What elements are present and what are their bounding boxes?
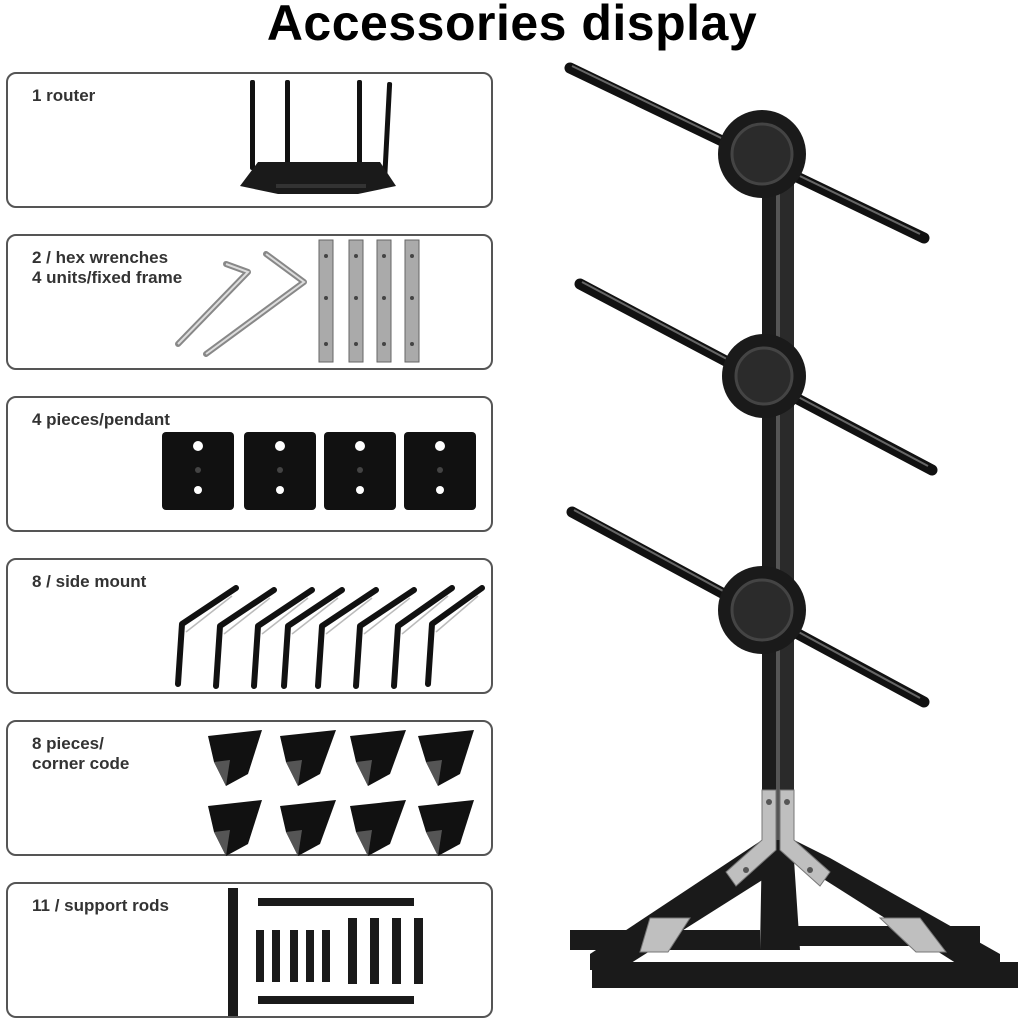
- hologram-fan-stand-icon: [564, 62, 1018, 988]
- accessory-card-pendant: 4 pieces/pendant: [6, 396, 493, 532]
- page-title: Accessories display: [266, 0, 758, 51]
- router-icon: [240, 80, 396, 194]
- accessory-card-side-mount: 8 / side mount: [6, 558, 493, 694]
- fan-blade-icon: [564, 62, 930, 244]
- accessory-label: 4 pieces/pendant: [32, 410, 170, 429]
- accessory-card-corner-code: 8 pieces/ corner code: [6, 720, 493, 856]
- accessory-label: 8 pieces/ corner code: [32, 734, 130, 773]
- pendant-plate-icon: [162, 432, 476, 510]
- accessory-card-router: 1 router: [6, 72, 493, 208]
- accessory-card-support-rods: 11 / support rods: [6, 882, 493, 1018]
- accessory-card-hex-wrenches: 2 / hex wrenches 4 units/fixed frame: [6, 234, 493, 370]
- accessory-label: 11 / support rods: [32, 896, 169, 915]
- side-mount-bracket-icon: [175, 585, 485, 689]
- fan-blade-icon: [574, 278, 938, 476]
- fan-blade-icon: [566, 506, 930, 708]
- hex-wrench-icon: [175, 239, 420, 363]
- accessory-label: 2 / hex wrenches 4 units/fixed frame: [32, 248, 183, 287]
- fixed-frame-icon: [318, 239, 420, 363]
- support-rod-icon: [228, 888, 423, 1016]
- accessory-label: 8 / side mount: [32, 572, 147, 591]
- corner-code-icon: [208, 730, 474, 856]
- accessory-label: 1 router: [32, 86, 96, 105]
